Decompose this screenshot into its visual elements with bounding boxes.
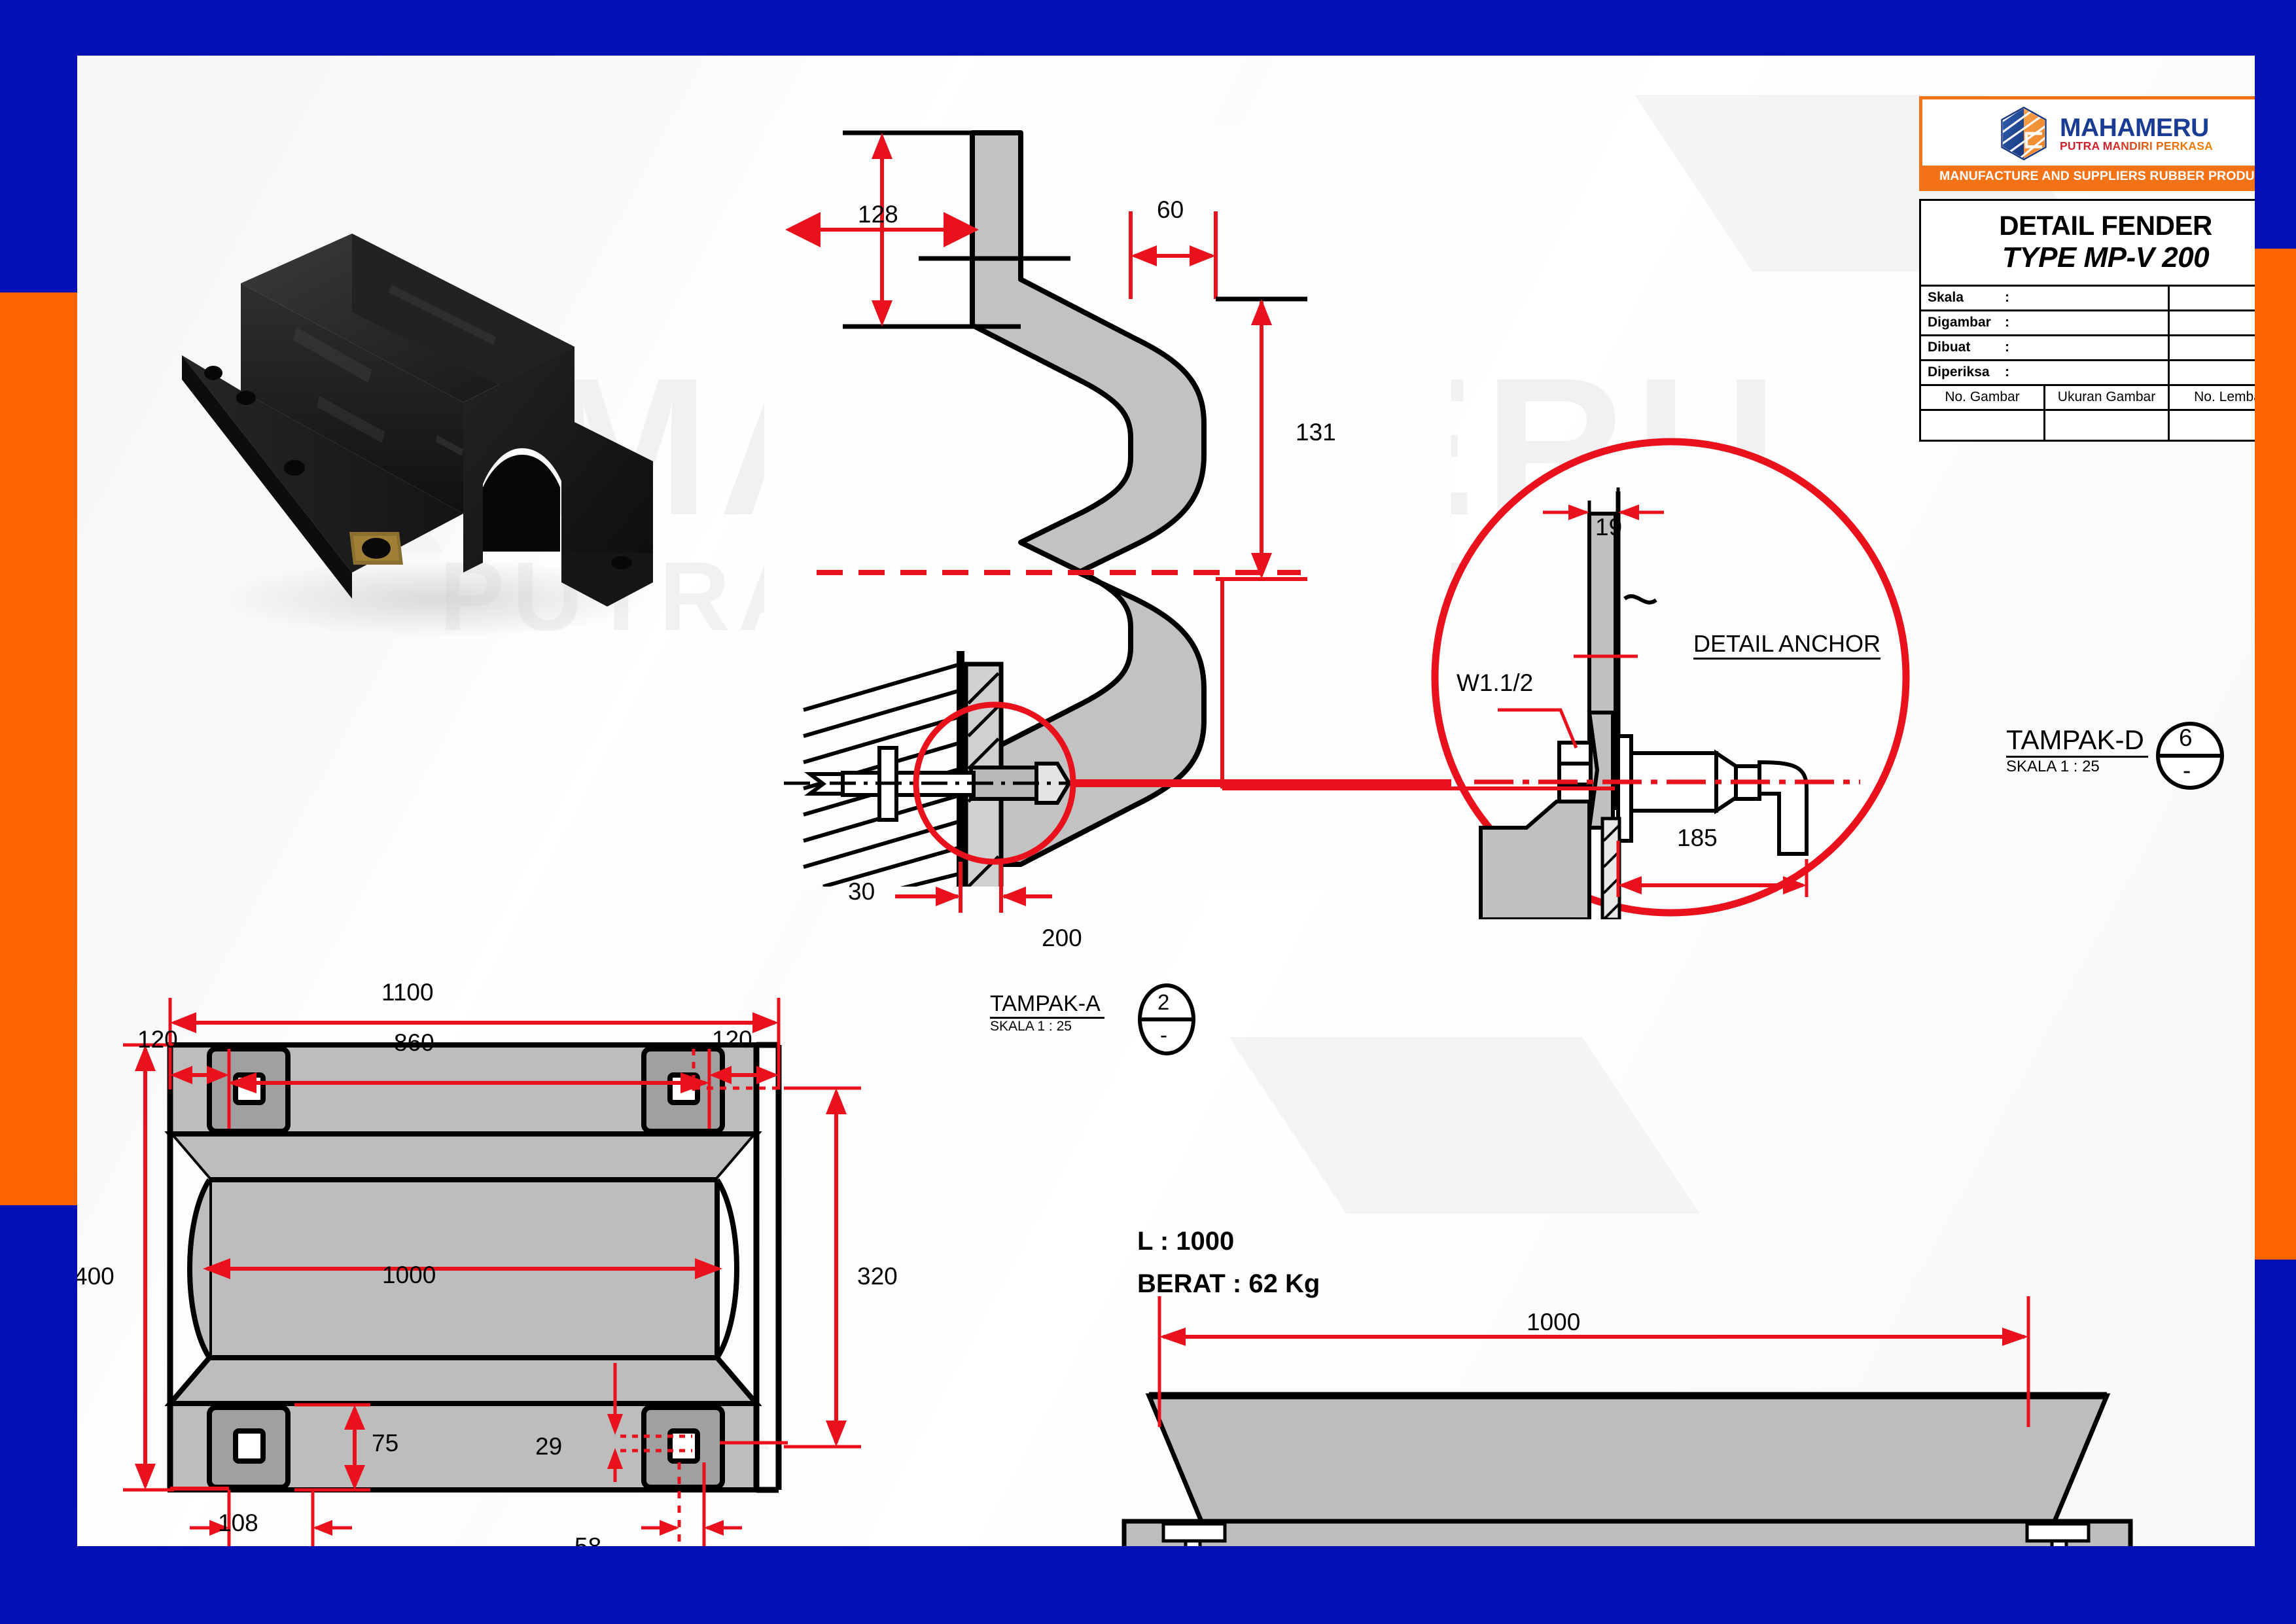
frame-right-blue-top: [2255, 0, 2296, 249]
top-view-drawing: [1122, 1392, 2133, 1546]
field-digambar-sep: :: [2005, 315, 2009, 330]
view-tag-tampak-d-sheet: -: [2183, 757, 2191, 784]
table-row: [1921, 411, 2255, 440]
length-note: L : 1000: [1137, 1227, 1235, 1256]
field-skala-sep: :: [2005, 290, 2009, 305]
drawing-sheet: MAHAMERU PUTRA MANDIRI PERKASA: [77, 56, 2255, 1546]
detail-anchor-drawing: [1431, 438, 1910, 919]
view-tag-tampak-a-number: 2: [1157, 990, 1170, 1014]
dim-860-front: 860: [394, 1029, 434, 1056]
logo-company-name: MAHAMERU: [2060, 113, 2209, 142]
logo-tagline: MANUFACTURE AND SUPPLIERS RUBBER PRODUCT: [1922, 166, 2255, 188]
front-view-dimensions: [123, 998, 861, 1546]
field-diperiksa-label: Diperiksa :: [1921, 361, 2170, 384]
frame-top-blue: [0, 0, 2296, 56]
dim-185: 185: [1677, 824, 1718, 851]
dim-75: 75: [372, 1430, 399, 1456]
table-header-row: No. Gambar Ukuran Gambar No. Lembar: [1921, 386, 2255, 411]
dim-19: 19: [1595, 514, 1623, 540]
dim-120-right: 120: [712, 1026, 752, 1053]
view-tag-tampak-a-bubble: [1138, 983, 1195, 1055]
dim-320: 320: [857, 1263, 898, 1290]
product-photo: [182, 234, 653, 638]
dim-1100-front: 1100: [381, 979, 434, 1006]
title-block: MAHAMERU PUTRA MANDIRI PERKASA MANUFACTU…: [1919, 96, 2255, 442]
view-tag-tampak-d: TAMPAK-D SKALA 1 : 25: [2006, 724, 2148, 776]
field-dibuat-value[interactable]: [2170, 336, 2255, 359]
drawing-title: DETAIL FENDER TYPE MP-V 200: [1921, 201, 2255, 287]
field-digambar-label: Digambar :: [1921, 311, 2170, 334]
view-tag-tampak-a-scale: SKALA 1 : 25: [990, 1019, 1072, 1034]
field-skala-key: Skala: [1928, 290, 1964, 305]
view-tag-tampak-d-name: TAMPAK-D: [2006, 724, 2148, 758]
frame-bottom-blue: [0, 1546, 2296, 1624]
column-header-ukuran-gambar: Ukuran Gambar: [2045, 386, 2170, 409]
dim-400: 400: [77, 1263, 115, 1290]
section-a-profile: [764, 128, 1451, 887]
table-row: Diperiksa :: [1921, 361, 2255, 386]
table-row: Digambar :: [1921, 311, 2255, 336]
dim-108: 108: [218, 1509, 258, 1536]
view-tag-tampak-d-number: 6: [2179, 724, 2193, 751]
dim-128: 128: [858, 201, 898, 228]
field-dibuat-key: Dibuat: [1928, 340, 1971, 355]
mahameru-hexagon-logo-icon: [2001, 106, 2047, 161]
drawing-title-line2: TYPE MP-V 200: [2002, 241, 2210, 274]
weight-note: BERAT : 62 Kg: [1137, 1269, 1320, 1298]
field-skala-value[interactable]: [2170, 287, 2255, 309]
cell-no-lembar[interactable]: [2170, 411, 2255, 440]
frame-left-orange: [0, 292, 77, 1205]
callout-w112: W1.1/2: [1457, 669, 1534, 696]
field-digambar-key: Digambar: [1928, 315, 1991, 330]
logo-company-subtitle: PUTRA MANDIRI PERKASA: [2060, 139, 2213, 152]
dim-131: 131: [1296, 419, 1336, 446]
view-tag-tampak-d-bubble: [2156, 722, 2224, 790]
section-a-dimensions: [785, 130, 1615, 913]
dim-30: 30: [848, 878, 875, 905]
view-tag-tampak-a-sheet: -: [1160, 1023, 1167, 1047]
field-diperiksa-key: Diperiksa: [1928, 364, 1990, 380]
column-header-no-gambar: No. Gambar: [1921, 386, 2045, 409]
dim-200: 200: [1042, 925, 1082, 951]
dim-1000-front: 1000: [382, 1262, 436, 1288]
drawing-title-line1: DETAIL FENDER: [1999, 210, 2212, 241]
detail-anchor-title: DETAIL ANCHOR: [1693, 630, 1881, 660]
dim-58: 58: [574, 1533, 601, 1546]
frame-right-orange: [2255, 249, 2296, 1260]
field-dibuat-label: Dibuat :: [1921, 336, 2170, 359]
logo-text: MAHAMERU PUTRA MANDIRI PERKASA: [2060, 115, 2213, 152]
column-header-no-lembar: No. Lembar: [2194, 389, 2255, 404]
field-digambar-value[interactable]: [2170, 311, 2255, 334]
company-logo-box: MAHAMERU PUTRA MANDIRI PERKASA MANUFACTU…: [1919, 96, 2255, 191]
field-diperiksa-sep: :: [2005, 364, 2009, 380]
view-tag-tampak-d-scale: SKALA 1 : 25: [2006, 758, 2100, 775]
table-row: Skala :: [1921, 287, 2255, 311]
dim-120-left: 120: [137, 1026, 178, 1053]
view-tag-tampak-a: TAMPAK-A SKALA 1 : 25: [990, 991, 1104, 1034]
cell-no-gambar[interactable]: [1921, 411, 2045, 440]
field-skala-label: Skala :: [1921, 287, 2170, 309]
view-tag-tampak-a-name: TAMPAK-A: [990, 991, 1104, 1019]
field-diperiksa-value[interactable]: [2170, 361, 2255, 384]
logo-row: MAHAMERU PUTRA MANDIRI PERKASA: [1922, 99, 2255, 166]
cell-ukuran-gambar[interactable]: [2045, 411, 2170, 440]
dim-29: 29: [535, 1433, 563, 1460]
table-row: Dibuat :: [1921, 336, 2255, 361]
dim-60: 60: [1157, 196, 1184, 223]
title-block-table: DETAIL FENDER TYPE MP-V 200 Skala : Diga…: [1919, 199, 2255, 442]
field-dibuat-sep: :: [2005, 340, 2009, 355]
dim-1000-top: 1000: [1527, 1309, 1581, 1335]
top-view-dimensions: [1157, 1296, 2030, 1427]
